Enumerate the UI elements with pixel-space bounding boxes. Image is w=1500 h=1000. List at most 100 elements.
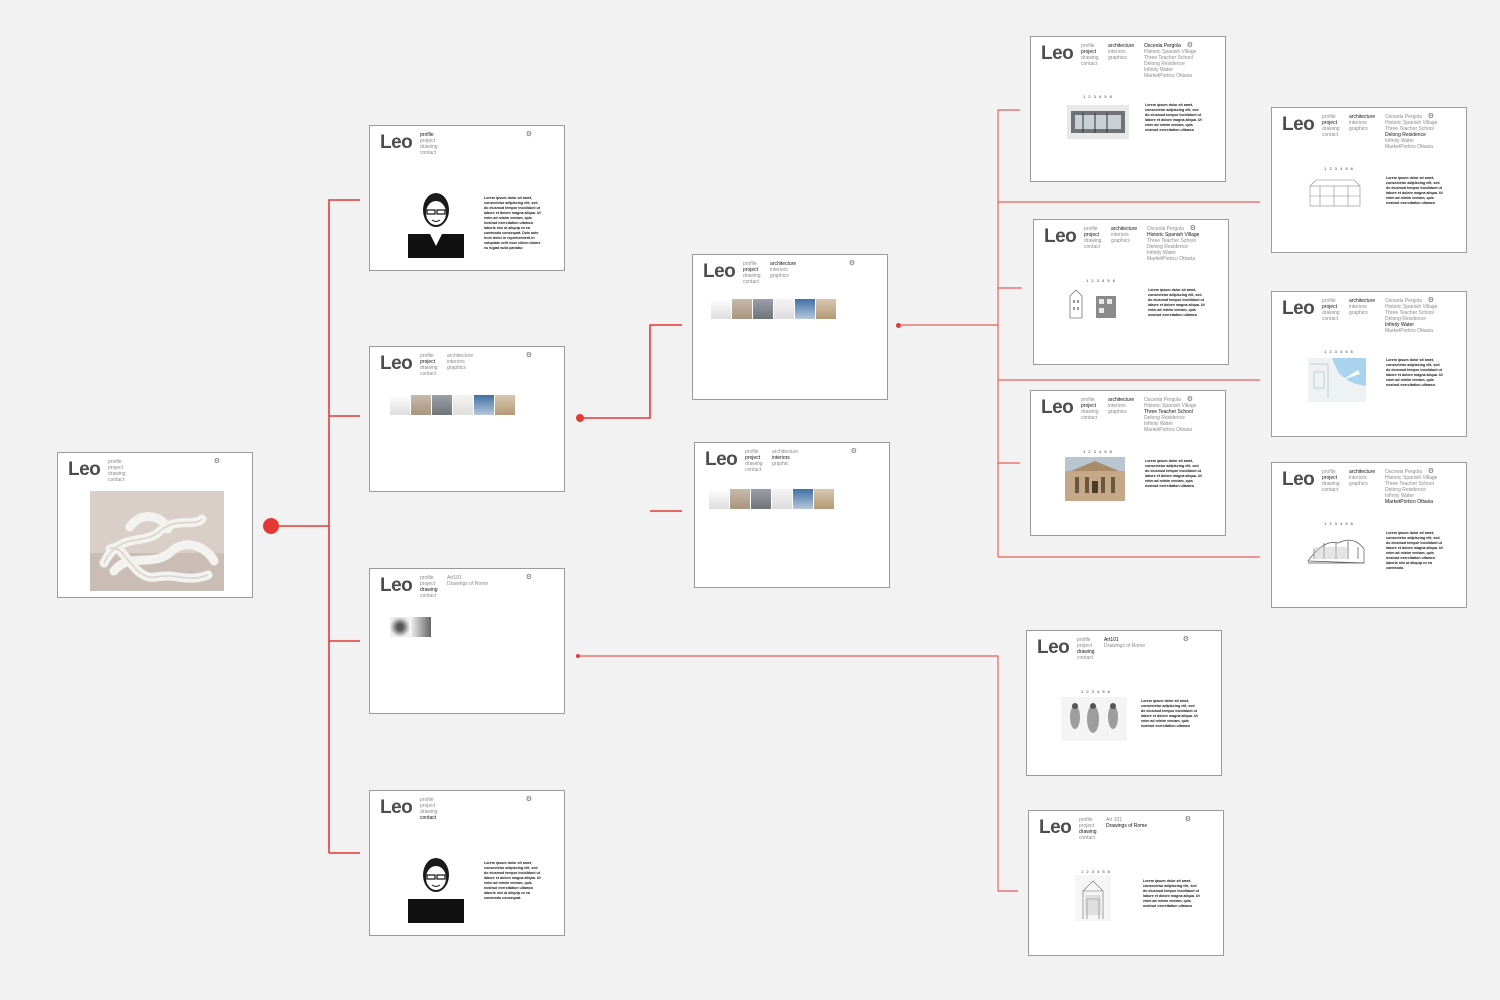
infinity-water-card[interactable]: Leo profile project drawing contact arch… [1271,291,1467,437]
nav-art101[interactable]: Art101 [447,575,462,581]
thumbnail[interactable] [793,489,813,509]
nav-project[interactable]: project [420,359,436,365]
nav-profile[interactable]: profile [420,132,434,138]
thumbnail[interactable] [730,489,750,509]
profile-page-card[interactable]: Leo profile project drawing contact ⚙ Lo… [369,125,565,271]
nav-architecture[interactable]: architecture [770,261,797,267]
nav-contact[interactable]: contact [743,279,760,285]
nav-profile[interactable]: profile [420,353,434,359]
image-pager[interactable]: 1 2 3 4 5 6 [1324,166,1354,171]
nav-project-item[interactable]: Delong Residence [1385,316,1426,322]
nav-project-item[interactable]: Infinity Water [1385,322,1414,328]
nav-graphics[interactable]: graphics [1108,55,1127,61]
marketportico-ottavia-card[interactable]: Leo profile project drawing contact arch… [1271,462,1467,608]
thumbnail[interactable] [772,489,792,509]
thumbnail[interactable] [814,489,834,509]
image-pager[interactable]: 1 2 3 4 5 6 [1086,278,1116,283]
nav-project-item[interactable]: Historic Spanish Village [1147,232,1200,238]
nav-interiors[interactable]: interiors [772,455,790,461]
nav-architecture[interactable]: architecture [1349,469,1376,475]
nav-project-item[interactable]: Historic Spanish Village [1385,475,1438,481]
nav-project-item[interactable]: Osceola Pergola [1385,469,1422,475]
nav-project-item[interactable]: Delong Residence [1144,61,1185,67]
nav-graphics[interactable]: graphics [447,365,466,371]
nav-architecture[interactable]: architecture [1108,43,1135,49]
nav-project[interactable]: project [1077,643,1093,649]
nav-profile[interactable]: profile [420,797,434,803]
gear-icon[interactable]: ⚙ [525,352,532,359]
image-pager[interactable]: 1 2 3 4 5 6 [1083,94,1113,99]
nav-project-item[interactable]: Historic Spanish Village [1144,49,1197,55]
nav-project-item[interactable]: MarketPortico Ottavia [1144,427,1193,433]
nav-contact[interactable]: contact [1322,316,1339,322]
nav-graphics[interactable]: graphics [1108,409,1127,415]
nav-graphics[interactable]: graphics [1111,238,1130,244]
gear-icon[interactable]: ⚙ [850,448,857,455]
nav-drawing[interactable]: drawing [420,587,438,593]
art101-detail-card[interactable]: Leo profile project drawing contact Art1… [1026,630,1222,776]
nav-graphics[interactable]: graphics [1349,310,1368,316]
image-pager[interactable]: 1 2 3 4 5 6 [1081,869,1111,874]
nav-interiors[interactable]: interiors [1108,403,1126,409]
nav-project-item[interactable]: Historic Spanish Village [1385,304,1438,310]
nav-profile[interactable]: profile [108,459,122,465]
nav-drawing[interactable]: drawing [1079,829,1097,835]
thumbnail[interactable] [432,395,452,415]
thumbnail[interactable] [816,299,836,319]
nav-architecture[interactable]: architecture [1349,114,1376,120]
thumbnail[interactable] [474,395,494,415]
nav-project[interactable]: project [1084,232,1100,238]
nav-contact[interactable]: contact [420,593,437,599]
nav-graphics[interactable]: graphic [772,461,789,467]
nav-project-item[interactable]: Three Teacher School [1385,126,1434,132]
nav-drawing[interactable]: drawing [1077,649,1095,655]
nav-project-item[interactable]: Infinity Water [1147,250,1176,256]
image-pager[interactable]: 1 2 3 4 5 6 [1081,689,1111,694]
gear-icon[interactable]: ⚙ [525,131,532,138]
nav-profile[interactable]: profile [1322,469,1336,475]
contact-page-card[interactable]: Leo profile project drawing contact ⚙ Lo… [369,790,565,936]
nav-project[interactable]: project [1081,403,1097,409]
nav-interiors[interactable]: interiors [1349,120,1367,126]
nav-project-item[interactable]: Osceola Pergola [1144,43,1181,49]
image-pager[interactable]: 1 2 3 4 5 6 [1324,521,1354,526]
nav-art101[interactable]: Art101 [1104,637,1119,643]
nav-project-item[interactable]: MarketPortico Ottavia [1144,73,1193,79]
nav-profile[interactable]: profile [745,449,759,455]
thumbnail[interactable] [709,489,729,509]
nav-profile[interactable]: profile [743,261,757,267]
nav-contact[interactable]: contact [1322,132,1339,138]
nav-project-item[interactable]: Delong Residence [1144,415,1185,421]
three-teacher-school-card[interactable]: Leo profile project drawing contact arch… [1030,390,1226,536]
nav-graphics[interactable]: graphics [770,273,789,279]
thumbnail[interactable] [411,395,431,415]
nav-drawings-of-rome[interactable]: Drawings of Rome [447,581,489,587]
nav-architecture[interactable]: architecture [447,353,474,359]
nav-architecture[interactable]: architecture [772,449,799,455]
gear-icon[interactable]: ⚙ [1186,396,1193,403]
drawing-page-card[interactable]: Leo profile project drawing contact Art1… [369,568,565,714]
nav-project[interactable]: project [743,267,759,273]
nav-profile[interactable]: profile [1322,298,1336,304]
nav-architecture[interactable]: architecture [1108,397,1135,403]
thumbnail[interactable] [795,299,815,319]
nav-project[interactable]: project [1081,49,1097,55]
nav-project-item[interactable]: MarketPortico Ottavia [1385,144,1434,150]
thumbnail[interactable] [711,299,731,319]
nav-interiors[interactable]: interiors [447,359,465,365]
gear-icon[interactable]: ⚙ [1186,42,1193,49]
gear-icon[interactable]: ⚙ [525,796,532,803]
nav-project-item[interactable]: Osceola Pergola [1385,298,1422,304]
osceola-pergola-card[interactable]: Leo profile project drawing contact arch… [1030,36,1226,182]
nav-project-item[interactable]: Delong Residence [1385,132,1426,138]
nav-project-item[interactable]: Three Teacher School [1144,55,1193,61]
thumbnail[interactable] [753,299,773,319]
gear-icon[interactable]: ⚙ [1427,468,1434,475]
gear-icon[interactable]: ⚙ [1427,297,1434,304]
nav-contact[interactable]: contact [420,371,437,377]
nav-project-item[interactable]: Delong Residence [1385,487,1426,493]
nav-project-item[interactable]: MarketPortico Ottavia [1147,256,1196,262]
gear-icon[interactable]: ⚙ [848,260,855,267]
nav-architecture[interactable]: architecture [1111,226,1138,232]
nav-drawing[interactable]: drawing [420,144,438,150]
